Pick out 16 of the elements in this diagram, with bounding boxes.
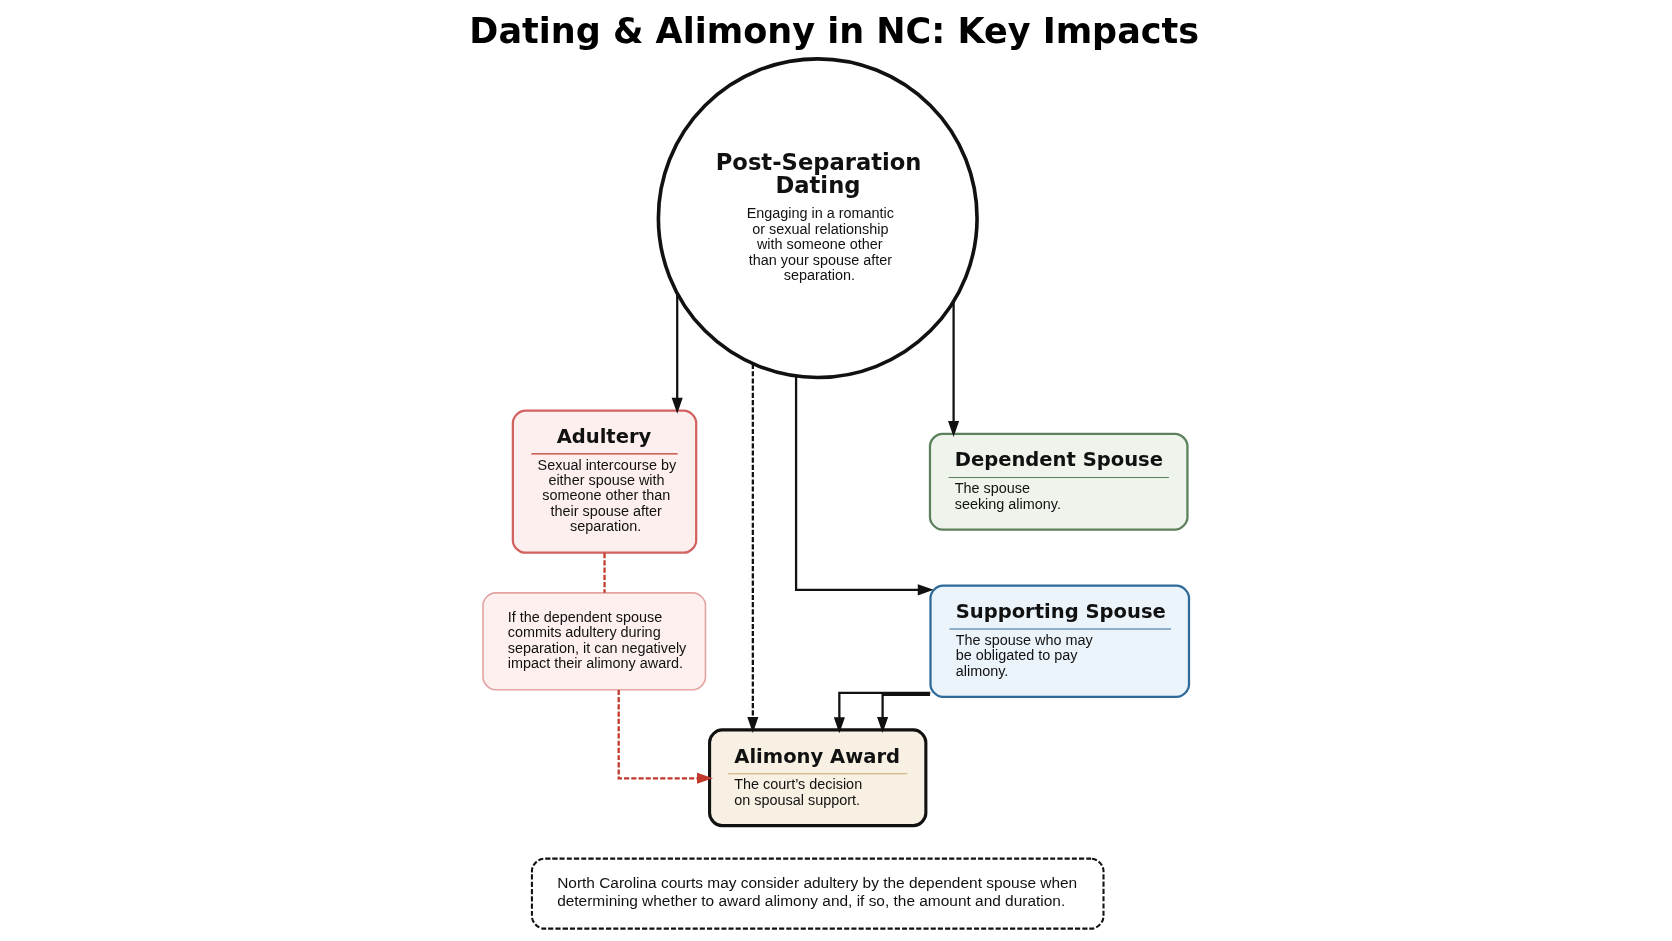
node-box: Dependent Spouse The spouse seeking alimony. bbox=[928, 432, 1189, 531]
node-box: If the dependent spouse commits adultery during separation, it can negatively impact their alimony award. bbox=[482, 592, 707, 691]
node-box: North Carolina courts may consider adultery by the dependent spouse when determining whether to award alimony and, if so, the amount and duration. bbox=[530, 857, 1105, 930]
node-circle: Post-Separation Dating Engaging in a romantic or sexual relationship with someone other than your spouse after separation. bbox=[656, 57, 979, 380]
connector bbox=[603, 553, 606, 593]
arrow bbox=[617, 690, 713, 784]
arrow bbox=[948, 301, 960, 437]
arrow bbox=[877, 693, 931, 733]
arrow bbox=[747, 364, 759, 733]
arrow bbox=[671, 293, 683, 414]
arrow bbox=[833, 691, 931, 734]
node-box: Supporting Spouse The spouse who may be obligated to pay alimony. bbox=[929, 584, 1191, 699]
node-box: Alimony Award The court’s decision on spousal support. bbox=[708, 728, 928, 828]
diagram-title: Dating & Alimony in NC: Key Impacts bbox=[469, 11, 1200, 52]
arrow bbox=[794, 376, 934, 596]
node-box: Adultery Sexual intercourse by either spouse with someone other than their spouse after separation. bbox=[511, 409, 698, 554]
